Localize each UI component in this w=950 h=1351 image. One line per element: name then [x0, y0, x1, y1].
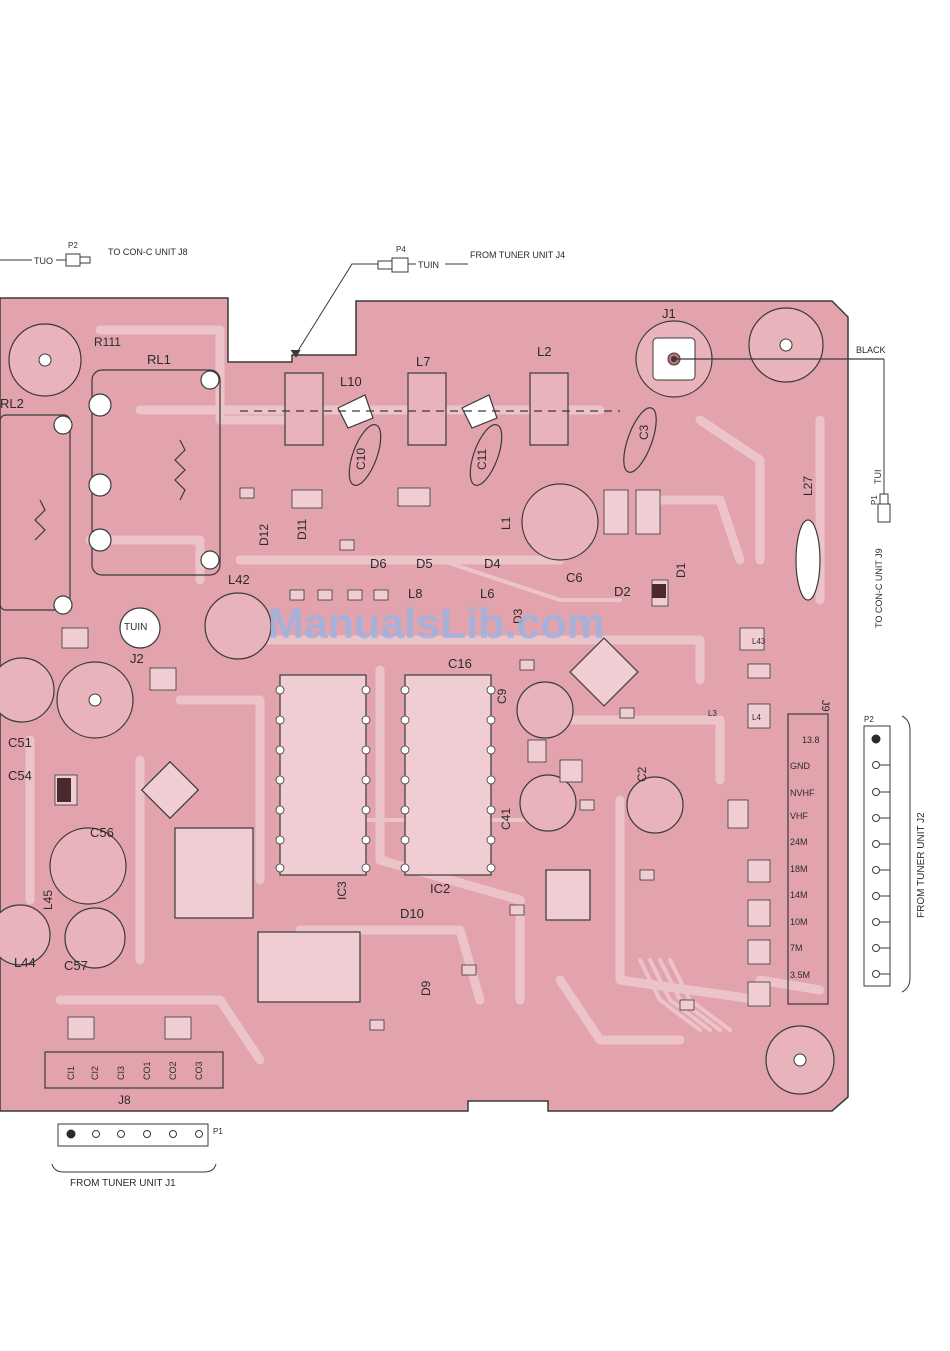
j8-footprint: [44, 1051, 224, 1089]
j8-pin-ci1: CI1: [66, 1066, 76, 1080]
ref-c10: C10: [354, 448, 368, 470]
j9-pin-18m: 18M: [790, 864, 808, 874]
j9-pin-13.8: 13.8: [802, 735, 820, 745]
ref-l3: L3: [708, 709, 717, 718]
j9-pin-3.5m: 3.5M: [790, 970, 810, 980]
ref-d2: D2: [614, 584, 631, 599]
ref-l4: L4: [752, 713, 761, 722]
tui-signal-label: TUI: [873, 470, 883, 485]
round-components: [0, 483, 821, 969]
ref-d4: D4: [484, 556, 501, 571]
p1-right-plug-label: P1: [870, 495, 879, 505]
ref-l2: L2: [537, 344, 551, 359]
ref-c41: C41: [499, 808, 513, 830]
tuin-connector: P4 TUIN FROM TUNER UNIT J4: [290, 245, 565, 358]
ref-r111: R111: [94, 335, 121, 349]
j9-pin-7m: 7M: [790, 943, 803, 953]
relay-rl2: [0, 414, 73, 615]
j9-pin-gnd: GND: [790, 761, 811, 771]
j9-pin-24m: 24M: [790, 837, 808, 847]
ref-c16: C16: [448, 656, 472, 671]
j8-ref-label: J8: [118, 1093, 131, 1107]
watermark: ManualsLib.com: [268, 600, 605, 648]
ref-l42: L42: [228, 572, 250, 587]
p4-source-label: FROM TUNER UNIT J4: [470, 250, 565, 260]
j9-plug: P2 FROM TUNER UNIT J2: [863, 715, 927, 993]
ic-pins: [275, 685, 496, 873]
j8-pin-co2: CO2: [168, 1061, 178, 1080]
ref-c11: C11: [475, 449, 489, 470]
ref-rl1: RL1: [147, 352, 171, 367]
ref-d3: D3: [511, 608, 525, 624]
ref-c51: C51: [8, 735, 32, 750]
con-c-j9-destination-label: TO CON-C UNIT J9: [874, 548, 884, 628]
j9-ref-label: J9: [819, 700, 831, 712]
tui-connector: BLACK TUI P1 TO CON-C UNIT J9: [671, 345, 891, 628]
j8-pin-co1: CO1: [142, 1061, 152, 1080]
ref-l45: L45: [41, 890, 55, 910]
ref-l10: L10: [340, 374, 362, 389]
filter-coils: [240, 372, 657, 486]
ref-l1: L1: [499, 516, 513, 530]
ref-l6: L6: [480, 586, 494, 601]
mounting-holes: [8, 307, 835, 1095]
ref-c56: C56: [90, 825, 114, 840]
ref-d9: D9: [419, 980, 433, 996]
ref-l8: L8: [408, 586, 422, 601]
p2-destination-label: TO CON-C UNIT J8: [108, 247, 188, 257]
p2-plug-label: P2: [68, 241, 78, 250]
ref-c54: C54: [8, 768, 32, 783]
j8-plug-ref-label: P1: [213, 1127, 223, 1136]
j8-pin-ci3: CI3: [116, 1066, 126, 1080]
ref-c9: C9: [495, 688, 509, 704]
j9-pin-nvhf: NVHF: [790, 788, 815, 798]
ref-c2: C2: [635, 766, 649, 782]
ref-c3: C3: [637, 424, 651, 440]
ref-d12: D12: [257, 524, 271, 546]
ref-c6: C6: [566, 570, 583, 585]
j8-plug: P1 FROM TUNER UNIT J1: [51, 1123, 223, 1189]
j9-pin-labels: J9 13.8 GND NVHF VHF 24M 18M 14M 10M 7M …: [790, 700, 831, 980]
j8-pin-ci2: CI2: [90, 1066, 100, 1080]
ref-j2: J2: [130, 651, 144, 666]
j9-footprint: [787, 713, 829, 1005]
j8-source-label: FROM TUNER UNIT J1: [70, 1178, 176, 1189]
j9-pin-14m: 14M: [790, 890, 808, 900]
ref-l7: L7: [416, 354, 430, 369]
tuo-label: TUO: [34, 256, 53, 266]
j8-pin-labels: CI1 CI2 CI3 CO1 CO2 CO3 J8: [66, 1061, 204, 1107]
tuo-connector: TUO P2 TO CON-C UNIT J8: [0, 241, 188, 267]
ref-d11: D11: [295, 519, 309, 540]
ref-l43: L43: [752, 637, 766, 646]
ref-ic2: IC2: [430, 881, 450, 896]
ref-d6: D6: [370, 556, 387, 571]
j9-pin-vhf: VHF: [790, 811, 809, 821]
ref-l27: L27: [801, 476, 815, 496]
ref-tuin-pad: TUIN: [124, 622, 147, 633]
polarity-mark-d2: [652, 584, 666, 598]
ref-d5: D5: [416, 556, 433, 571]
ic-packages: [140, 637, 639, 1003]
j9-pin-10m: 10M: [790, 917, 808, 927]
ref-ic3: IC3: [335, 881, 349, 900]
polarity-mark-c54: [57, 778, 71, 802]
black-wire-label: BLACK: [856, 345, 886, 355]
tuin-label: TUIN: [418, 260, 439, 270]
ref-d10: D10: [400, 906, 424, 921]
ref-l44: L44: [14, 955, 36, 970]
j8-pin-co3: CO3: [194, 1061, 204, 1080]
pcb-traces: [25, 325, 825, 1065]
component-labels: J1 L2 L7 L10 R111 RL1 RL2 C3 C11 C10 L27…: [0, 306, 815, 996]
relay-rl1: [88, 369, 221, 576]
ref-rl2: RL2: [0, 396, 24, 411]
j9-source-label: FROM TUNER UNIT J2: [916, 812, 927, 918]
ref-c57: C57: [64, 958, 88, 973]
p4-plug-label: P4: [396, 245, 406, 254]
ref-j1: J1: [662, 306, 676, 321]
ref-d1: D1: [674, 562, 688, 578]
j9-plug-ref-label: P2: [864, 715, 874, 724]
